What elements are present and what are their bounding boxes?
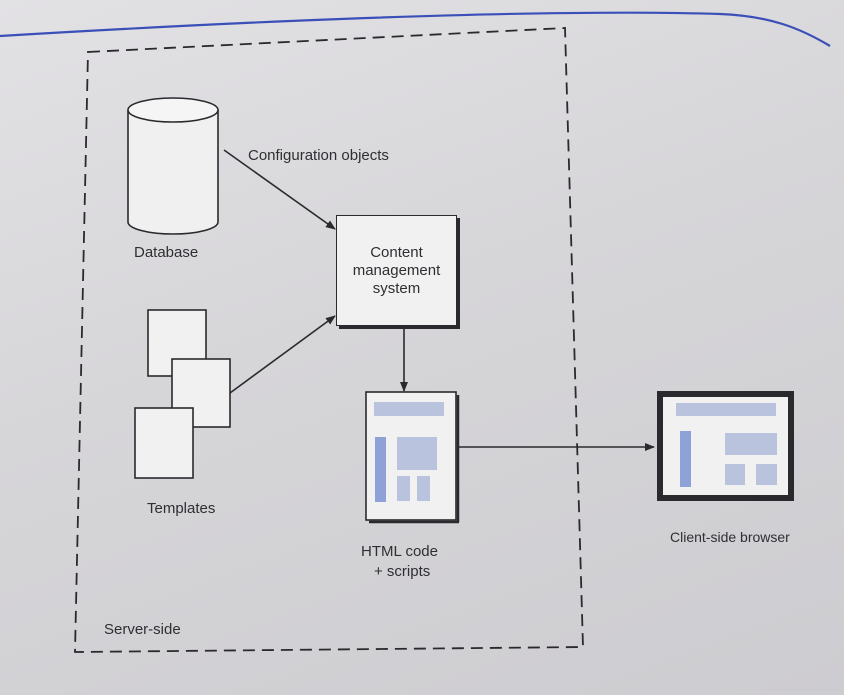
configuration-objects-label: Configuration objects — [248, 147, 389, 164]
client-side-browser-label: Client-side browser — [670, 529, 790, 545]
cms-label-line3: system — [372, 279, 421, 297]
cms-label-line2: management — [352, 261, 441, 279]
templates-stack — [134, 309, 231, 479]
server-side-label: Server-side — [104, 621, 181, 638]
scripts-label: + scripts — [374, 563, 431, 580]
html-page-document — [365, 391, 460, 524]
database-cylinder — [127, 97, 219, 235]
arrow-templates-to-cms — [229, 315, 336, 394]
database-label: Database — [134, 244, 199, 261]
cms-label-line1: Content — [370, 243, 423, 261]
page-sidebar-block — [375, 437, 386, 502]
html-code-label: HTML code — [361, 543, 438, 560]
page-header-block — [374, 402, 444, 416]
arrow-database-to-cms — [223, 149, 336, 230]
page-content-block — [397, 437, 437, 470]
content-management-system-box: Content management system — [336, 215, 457, 326]
accent-line — [0, 11, 831, 47]
client-browser-window — [657, 391, 794, 501]
templates-label: Templates — [147, 500, 216, 517]
